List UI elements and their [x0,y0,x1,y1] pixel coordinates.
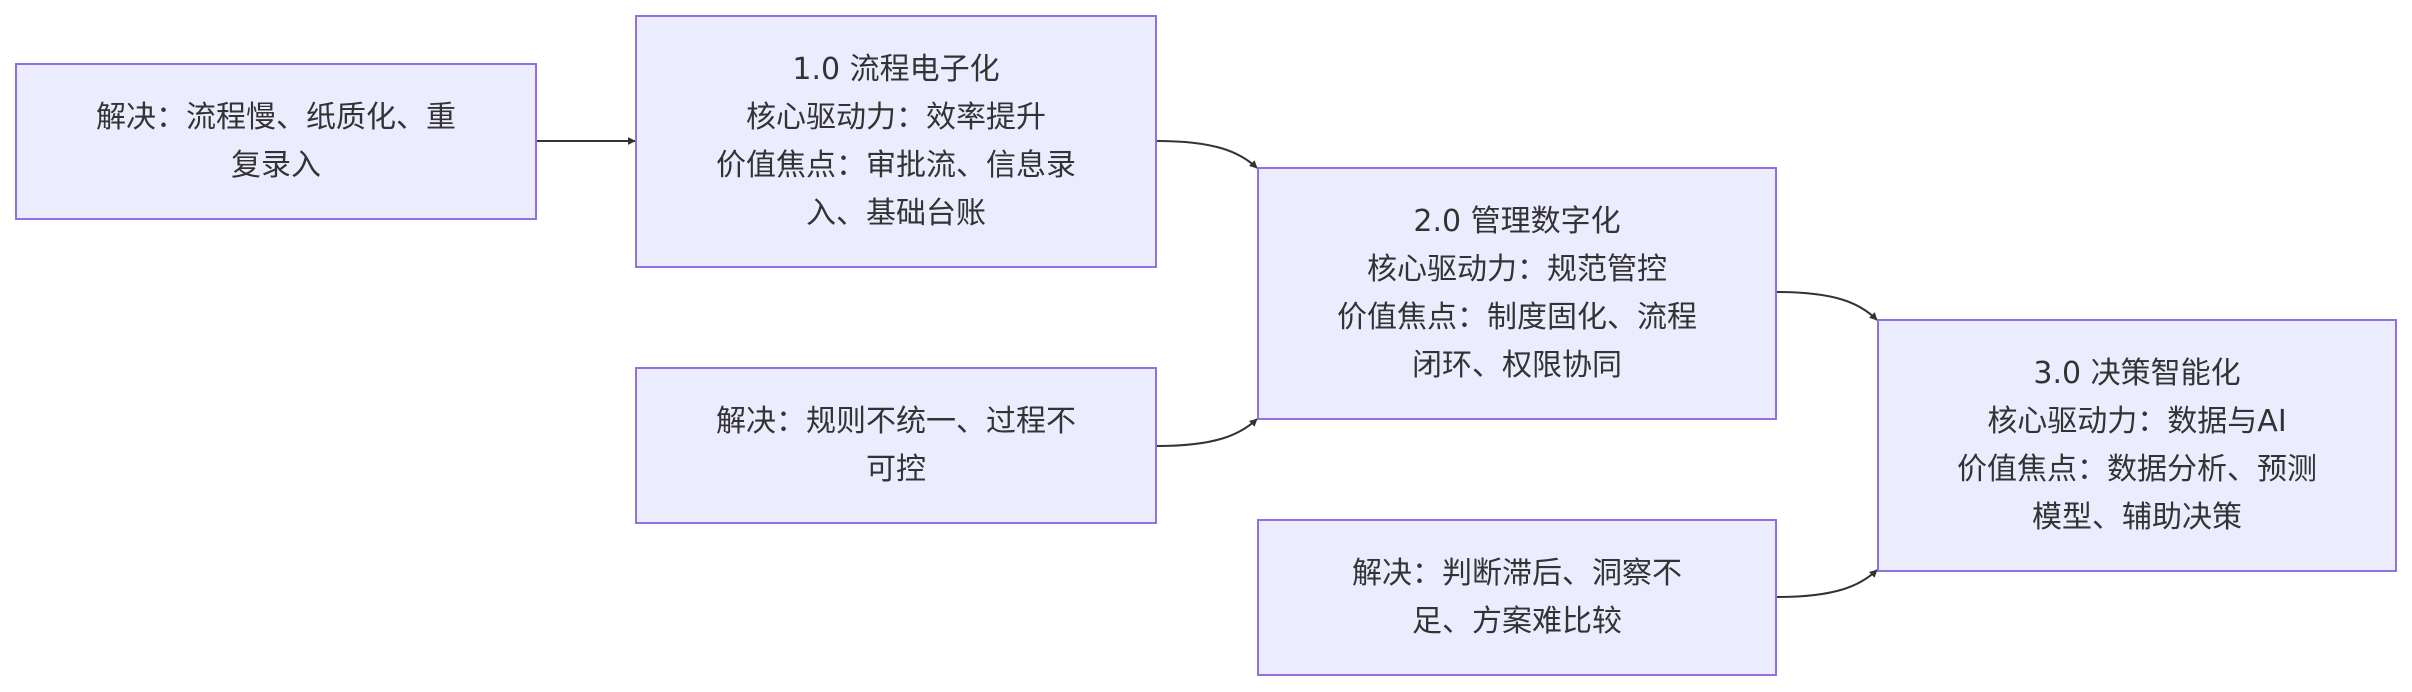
edge-stage2-to-stage3 [1776,291,1878,321]
problem-node-1-label: 解决：流程慢、纸质化、重 复录入 [96,99,456,183]
edge-problem2-to-stage2 [1156,418,1258,447]
stage-node-3: 3.0 决策智能化 核心驱动力：数据与AI 价值焦点：数据分析、预测 模型、辅助… [1877,319,2397,572]
problem-node-2: 解决：规则不统一、过程不 可控 [635,367,1157,524]
stage-node-1-label: 1.0 流程电子化 核心驱动力：效率提升 价值焦点：审批流、信息录 入、基础台账 [716,51,1076,231]
stage-node-1: 1.0 流程电子化 核心驱动力：效率提升 价值焦点：审批流、信息录 入、基础台账 [635,15,1157,268]
stage-node-2: 2.0 管理数字化 核心驱动力：规范管控 价值焦点：制度固化、流程 闭环、权限协… [1257,167,1777,420]
stage-node-3-label: 3.0 决策智能化 核心驱动力：数据与AI 价值焦点：数据分析、预测 模型、辅助… [1957,355,2317,535]
stage-node-2-label: 2.0 管理数字化 核心驱动力：规范管控 价值焦点：制度固化、流程 闭环、权限协… [1337,203,1697,383]
problem-node-2-label: 解决：规则不统一、过程不 可控 [716,403,1076,487]
edge-problem3-to-stage3 [1776,569,1878,598]
problem-node-3: 解决：判断滞后、洞察不 足、方案难比较 [1257,519,1777,676]
problem-node-3-label: 解决：判断滞后、洞察不 足、方案难比较 [1352,555,1682,639]
problem-node-1: 解决：流程慢、纸质化、重 复录入 [15,63,537,220]
edge-stage1-to-stage2 [1156,140,1258,169]
